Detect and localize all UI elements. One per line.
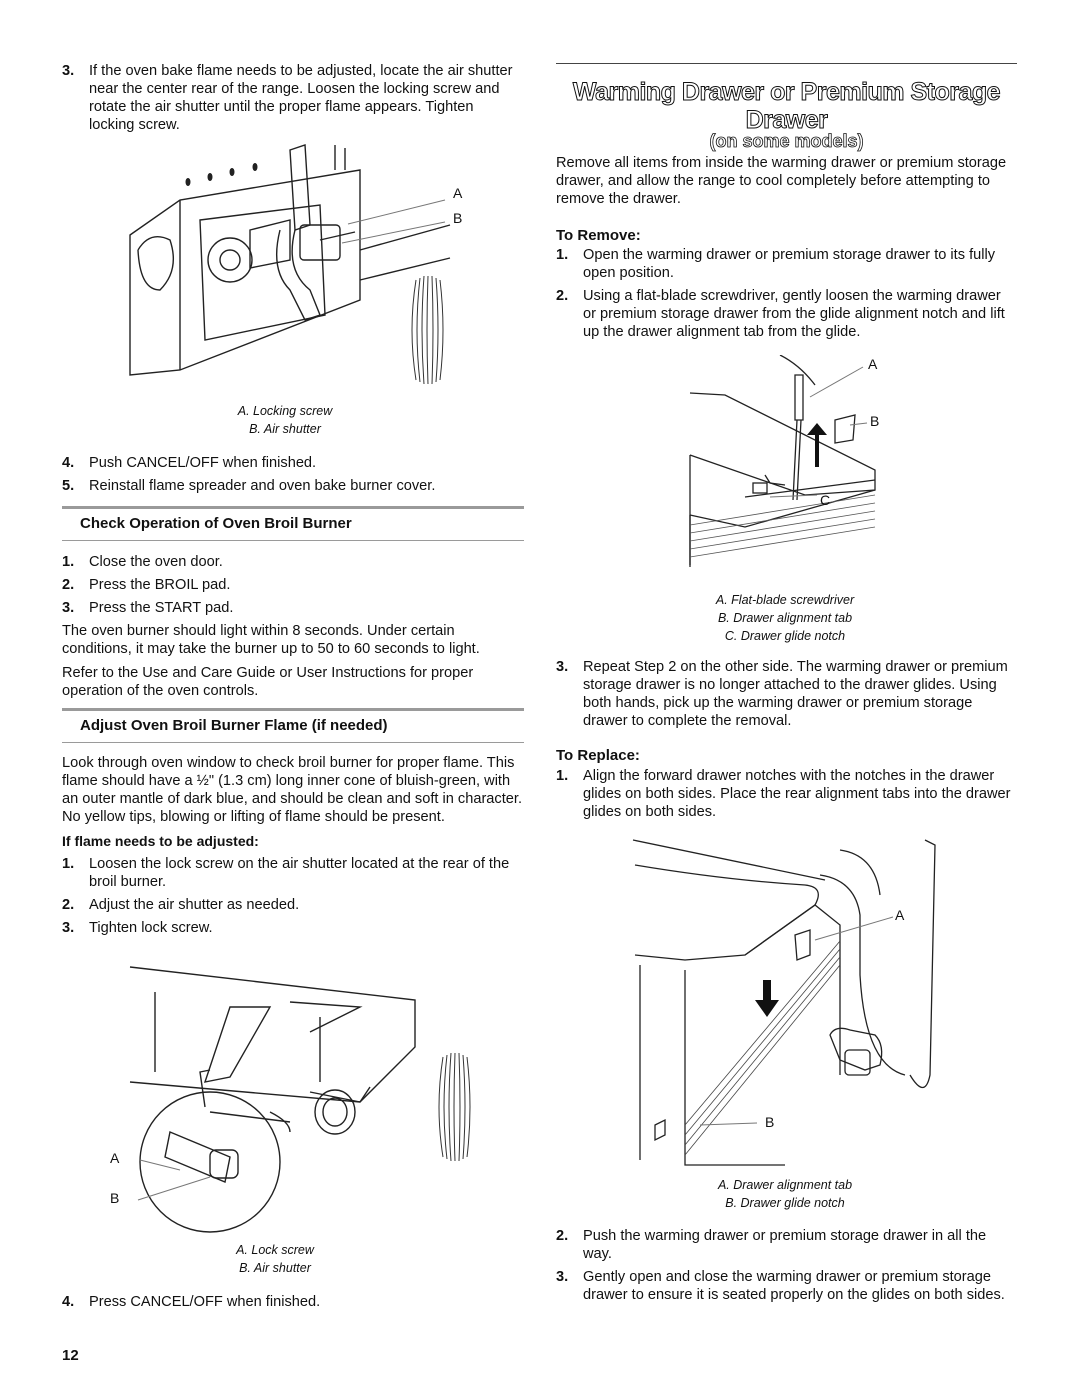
figure-caption: A. Drawer alignment tab B. Drawer glide … (717, 1178, 853, 1210)
figure-label-a: A (453, 185, 463, 201)
page-subtitle: (on some models) (709, 131, 864, 152)
list-item: 4.Press CANCEL/OFF when finished. (62, 1294, 321, 1310)
replace-steps: 2.Push the warming drawer or premium sto… (556, 1227, 1012, 1309)
left-steps-4-5: 4.Push CANCEL/OFF when finished. 5.Reins… (62, 454, 522, 500)
section-rule (62, 742, 524, 743)
figure-caption: A. Flat-blade screwdriver B. Drawer alig… (715, 593, 855, 643)
list-item: 4.Push CANCEL/OFF when finished. (62, 455, 317, 471)
figure-caption: A. Locking screw B. Air shutter (237, 404, 333, 436)
figure-label-c: C (820, 492, 831, 508)
list-item: 3.If the oven bake flame needs to be adj… (62, 63, 513, 133)
list-item: 2.Using a flat-blade screwdriver, gently… (556, 288, 1005, 340)
list-item: 1.Align the forward drawer notches with … (556, 768, 1011, 820)
broil-burner-air-shutter-figure (129, 966, 471, 1233)
page-title: Warming Drawer or Premium Storage Drawer (572, 78, 1001, 135)
title-rule (556, 63, 1017, 64)
section-heading: Check Operation of Oven Broil Burner (80, 515, 352, 532)
list-item: 2.Push the warming drawer or premium sto… (556, 1228, 987, 1262)
subheading: If flame needs to be adjusted: (62, 833, 259, 849)
remove-steps: 1.Open the warming drawer or premium sto… (556, 246, 1012, 346)
left-step3: 3.If the oven bake flame needs to be adj… (62, 62, 522, 139)
section-heading: Adjust Oven Broil Burner Flame (if neede… (80, 717, 388, 734)
to-remove-heading: To Remove: (556, 227, 641, 244)
replace-step1: 1.Align the forward drawer notches with … (556, 767, 1012, 826)
list-item: 2.Adjust the air shutter as needed. (62, 897, 300, 913)
list-item: 2.Press the BROIL pad. (62, 577, 231, 593)
figure-label-b: B (870, 413, 880, 429)
list-item: 3.Tighten lock screw. (62, 920, 213, 936)
broil-adjust-content: Look through oven window to check broil … (62, 754, 522, 942)
list-item: 1.Close the oven door. (62, 554, 223, 570)
figure-label-a: A (110, 1150, 120, 1166)
figure-label-b: B (110, 1190, 120, 1206)
broil-check-steps: 1.Close the oven door. 2.Press the BROIL… (62, 553, 522, 700)
list-item: 1.Open the warming drawer or premium sto… (556, 247, 996, 281)
list-item: 3.Press the START pad. (62, 600, 234, 616)
paragraph: Refer to the Use and Care Guide or User … (62, 665, 474, 699)
list-item: 3.Repeat Step 2 on the other side. The w… (556, 659, 1008, 729)
left-final-step: 4.Press CANCEL/OFF when finished. (62, 1293, 522, 1316)
remove-step3: 3.Repeat Step 2 on the other side. The w… (556, 658, 1012, 735)
page-number: 12 (62, 1347, 79, 1364)
paragraph: The oven burner should light within 8 se… (62, 623, 480, 657)
paragraph: Look through oven window to check broil … (62, 755, 523, 825)
section-rule (62, 506, 524, 509)
figure-label-a: A (868, 356, 878, 372)
list-item: 5.Reinstall flame spreader and oven bake… (62, 478, 436, 494)
drawer-remove-figure (689, 355, 876, 567)
figure-caption: A. Lock screw B. Air shutter (236, 1243, 314, 1275)
oven-burner-air-shutter-figure (129, 144, 451, 385)
section-rule (62, 540, 524, 541)
figure-label-b: B (765, 1114, 775, 1130)
section-rule (62, 708, 524, 711)
drawer-replace-figure (632, 839, 936, 1166)
list-item: 3.Gently open and close the warming draw… (556, 1269, 1005, 1303)
figure-label-b: B (453, 210, 463, 226)
intro-paragraph: Remove all items from inside the warming… (556, 155, 1007, 207)
list-item: 1.Loosen the lock screw on the air shutt… (62, 856, 510, 890)
figure-label-a: A (895, 907, 905, 923)
to-replace-heading: To Replace: (556, 747, 640, 764)
